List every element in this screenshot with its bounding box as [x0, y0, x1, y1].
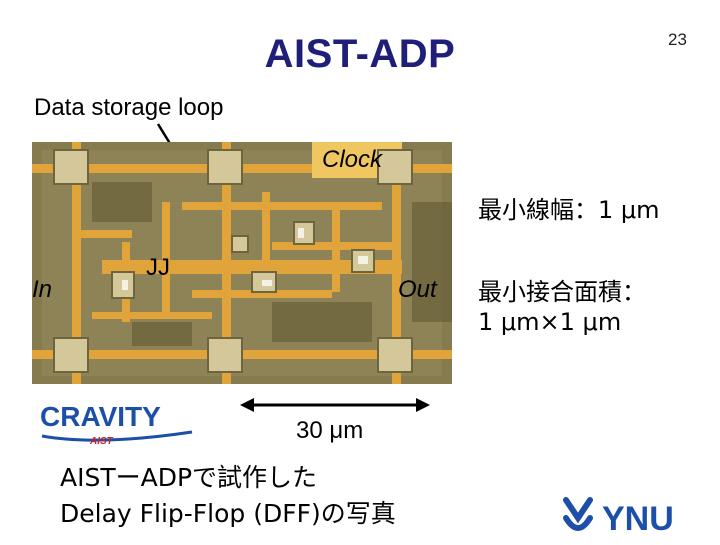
min-junction-area-value: 1 μm×1 μm	[478, 308, 622, 336]
jj-label: JJ	[146, 254, 170, 281]
output-label: Out	[398, 276, 437, 303]
ynu-logo: YNU	[560, 494, 710, 540]
clock-label: Clock	[322, 146, 383, 173]
cravity-logo: CRAVITY AIST	[38, 400, 198, 448]
caption-line-1: AISTーADPで試作した	[60, 463, 318, 492]
input-label: In	[32, 276, 53, 303]
data-storage-loop-label: Data storage loop	[34, 94, 224, 121]
slide-title: AIST-ADP	[264, 32, 456, 76]
page-number: 23	[668, 30, 687, 49]
ynu-wordmark: YNU	[602, 500, 674, 538]
cravity-subtext: AIST	[89, 436, 114, 447]
scale-bar-icon	[240, 398, 430, 412]
min-line-width: 最小線幅：1 μm	[478, 196, 660, 224]
min-junction-area-label: 最小接合面積：	[478, 278, 646, 306]
caption-line-2: Delay Flip-Flop (DFF)の写真	[60, 499, 396, 528]
photo-caption: AISTーADPで試作した Delay Flip-Flop (DFF)の写真	[60, 460, 396, 532]
cravity-wordmark: CRAVITY	[40, 401, 161, 432]
dff-micrograph	[32, 142, 452, 384]
scale-bar-label: 30 μm	[296, 417, 364, 444]
